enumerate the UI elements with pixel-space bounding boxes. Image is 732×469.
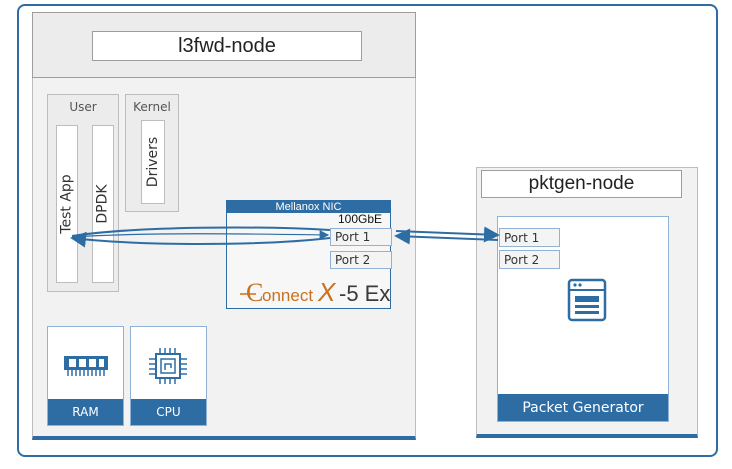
pktgen-to-nic-link-bottom — [394, 228, 499, 245]
nic-port-1: Port 1 — [330, 228, 392, 246]
svg-text:C: C — [246, 278, 263, 306]
nic-to-pktgen-link-top — [395, 226, 500, 243]
pktgen-port-2: Port 2 — [499, 250, 560, 269]
user-space-label: User — [69, 100, 97, 114]
packet-generator-label: Packet Generator — [498, 394, 668, 421]
cpu-chip-icon — [149, 348, 187, 384]
pktgen-port-1: Port 1 — [499, 228, 560, 247]
nic-port-2: Port 2 — [330, 251, 392, 269]
l3fwd-node-title: l3fwd-node — [92, 31, 362, 61]
nic-speed-label: 100GbE — [337, 212, 383, 226]
svg-text:X: X — [317, 277, 337, 306]
outer-frame — [17, 4, 718, 457]
app-to-port-path-mid — [71, 230, 330, 240]
connectx-logo: C onnect X -5 Ex — [240, 277, 390, 306]
nic-label: Mellanox NIC — [227, 201, 390, 213]
memory-chip-icon — [64, 356, 108, 376]
port-to-app-path-lower — [70, 231, 331, 248]
cpu-label: CPU — [131, 399, 206, 425]
pktgen-node-title: pktgen-node — [481, 170, 682, 198]
ram-label: RAM — [48, 399, 123, 425]
svg-text:-5 Ex: -5 Ex — [339, 281, 390, 306]
app-to-port-path-upper — [71, 226, 331, 237]
dpdk-bar: DPDK — [92, 125, 114, 283]
drivers-bar: Drivers — [141, 120, 165, 204]
kernel-space-label: Kernel — [133, 100, 171, 114]
svg-text:onnect: onnect — [262, 286, 313, 305]
window-icon — [567, 278, 607, 322]
